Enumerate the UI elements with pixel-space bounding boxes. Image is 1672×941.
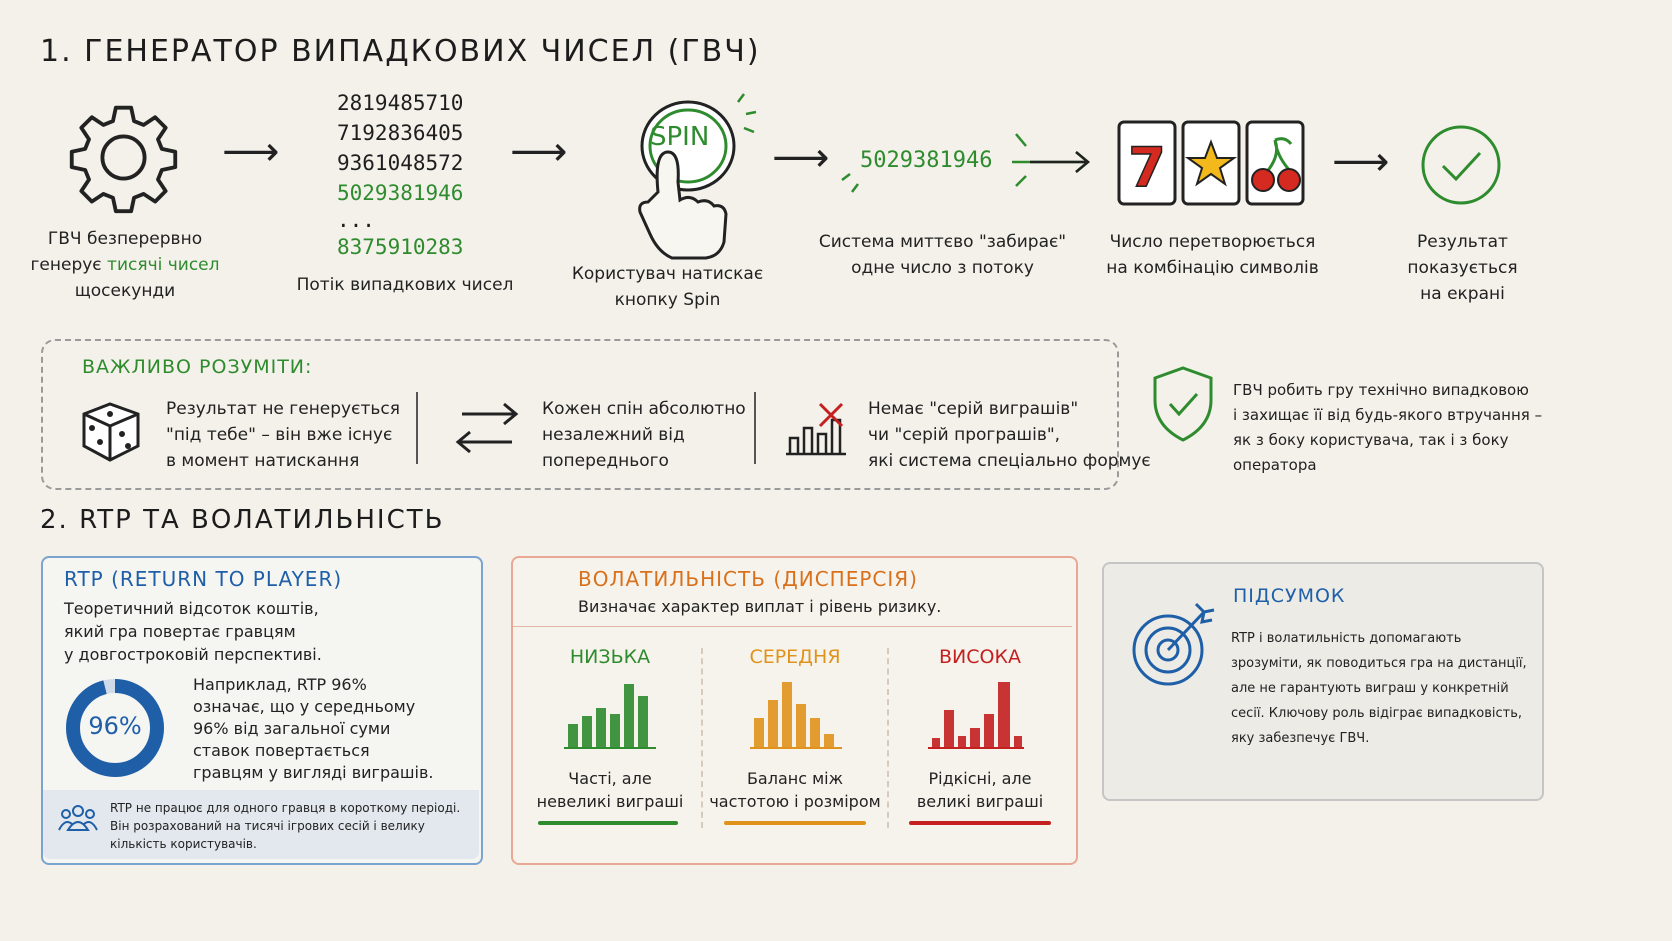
spin-label: SPIN (650, 122, 710, 152)
divider (701, 648, 703, 828)
shield-note: ГВЧ робить гру технічно випадковою і зах… (1233, 381, 1543, 474)
check-circle-icon (1418, 122, 1504, 208)
important-item-1: Результат не генерується "під тебе" – ві… (166, 399, 400, 471)
summary-text: RTP і волатильність допомагають зрозуміт… (1231, 631, 1527, 746)
summary-panel (1102, 562, 1544, 801)
rtp-example: Наприклад, RTP 96% означає, що у середнь… (193, 675, 434, 782)
swap-arrows-icon (450, 398, 524, 460)
spark-lines-icon (836, 134, 886, 194)
rtp-percent-label: 96% (88, 712, 142, 740)
stream-ellipsis: ... (337, 208, 375, 232)
rtp-note: RTP не працює для одного гравця в коротк… (110, 801, 461, 851)
rtp-title: RTP (RETURN TO PLAYER) (64, 567, 343, 591)
rtp-donut-chart (62, 675, 168, 781)
volatility-high-bars (928, 678, 1028, 750)
divider (513, 626, 1072, 627)
crossed-bar-chart-icon (780, 396, 850, 460)
stream-number-highlighted: 5029381946 (337, 181, 464, 205)
volatility-low-desc: Часті, але невеликі виграші (536, 769, 684, 811)
step-press-caption: Користувач натискає кнопку Spin (571, 264, 764, 310)
important-item-3: Немає "серій виграшів" чи "серій програш… (868, 399, 1151, 471)
stream-number: 8375910283 (337, 235, 464, 259)
divider (754, 392, 756, 464)
stream-number: 2819485710 (337, 91, 464, 115)
important-title: ВАЖЛИВО РОЗУМІТИ: (82, 356, 313, 378)
volatility-high-desc: Рідкісні, але великі виграші (916, 769, 1044, 811)
dice-icon (78, 398, 144, 464)
summary-title: ПІДСУМОК (1233, 585, 1346, 607)
volatility-mid-desc: Баланс між частотою і розміром (709, 769, 881, 811)
volatility-mid-bars (750, 678, 846, 750)
number-stream: 2819485710 7192836405 9361048572 5029381… (337, 88, 463, 262)
divider (887, 648, 889, 828)
volatility-mid-label: СЕРЕДНЯ (749, 646, 841, 668)
stream-number: 9361048572 (337, 151, 464, 175)
step-pick-caption: Система миттєво "забирає" одне число з п… (818, 232, 1067, 278)
spin-button-illustration (612, 92, 782, 262)
arrow-right-icon: ⟶ (1332, 139, 1390, 185)
arrow-right-icon: ⟶ (510, 129, 568, 175)
users-icon (58, 802, 98, 834)
rtp-description: Теоретичний відсоток коштів, який гра по… (64, 599, 322, 664)
important-box (41, 339, 1119, 490)
important-item-2: Кожен спін абсолютно незалежний від попе… (542, 399, 746, 471)
volatility-low-label: НИЗЬКА (569, 646, 651, 668)
arrow-right-icon (1010, 128, 1100, 194)
rtp-note-band (43, 790, 479, 859)
target-icon (1130, 598, 1220, 688)
volatility-subtitle: Визначає характер виплат і рівень ризику… (578, 597, 942, 616)
arrow-right-icon: ⟶ (222, 129, 280, 175)
step-generate-caption: ГВЧ безперервно генерує тисячі чисел щос… (30, 229, 220, 301)
shield-check-icon (1150, 364, 1216, 444)
volatility-high-label: ВИСОКА (939, 646, 1021, 668)
slot-symbols: 7 (1117, 120, 1307, 206)
volatility-low-bars (564, 678, 660, 750)
volatility-mid-underline (724, 821, 866, 825)
step-symbols-caption: Число перетворюється на комбінацію симво… (1106, 232, 1319, 278)
section1-title: 1. ГЕНЕРАТОР ВИПАДКОВИХ ЧИСЕЛ (ГВЧ) (40, 34, 761, 69)
svg-text:7: 7 (1128, 136, 1166, 199)
gear-icon (66, 100, 181, 215)
volatility-high-underline (909, 821, 1051, 825)
stream-caption: Потік випадкових чисел (296, 275, 514, 295)
divider (416, 392, 418, 464)
arrow-right-icon: ⟶ (772, 135, 830, 181)
step-result-caption: Результат показується на екрані (1407, 232, 1518, 304)
volatility-low-underline (538, 821, 678, 825)
picked-number: 5029381946 (860, 148, 993, 173)
volatility-title: ВОЛАТИЛЬНІСТЬ (ДИСПЕРСІЯ) (578, 567, 918, 591)
stream-number: 7192836405 (337, 121, 464, 145)
section2-title: 2. RTP ТА ВОЛАТИЛЬНІСТЬ (40, 505, 445, 535)
